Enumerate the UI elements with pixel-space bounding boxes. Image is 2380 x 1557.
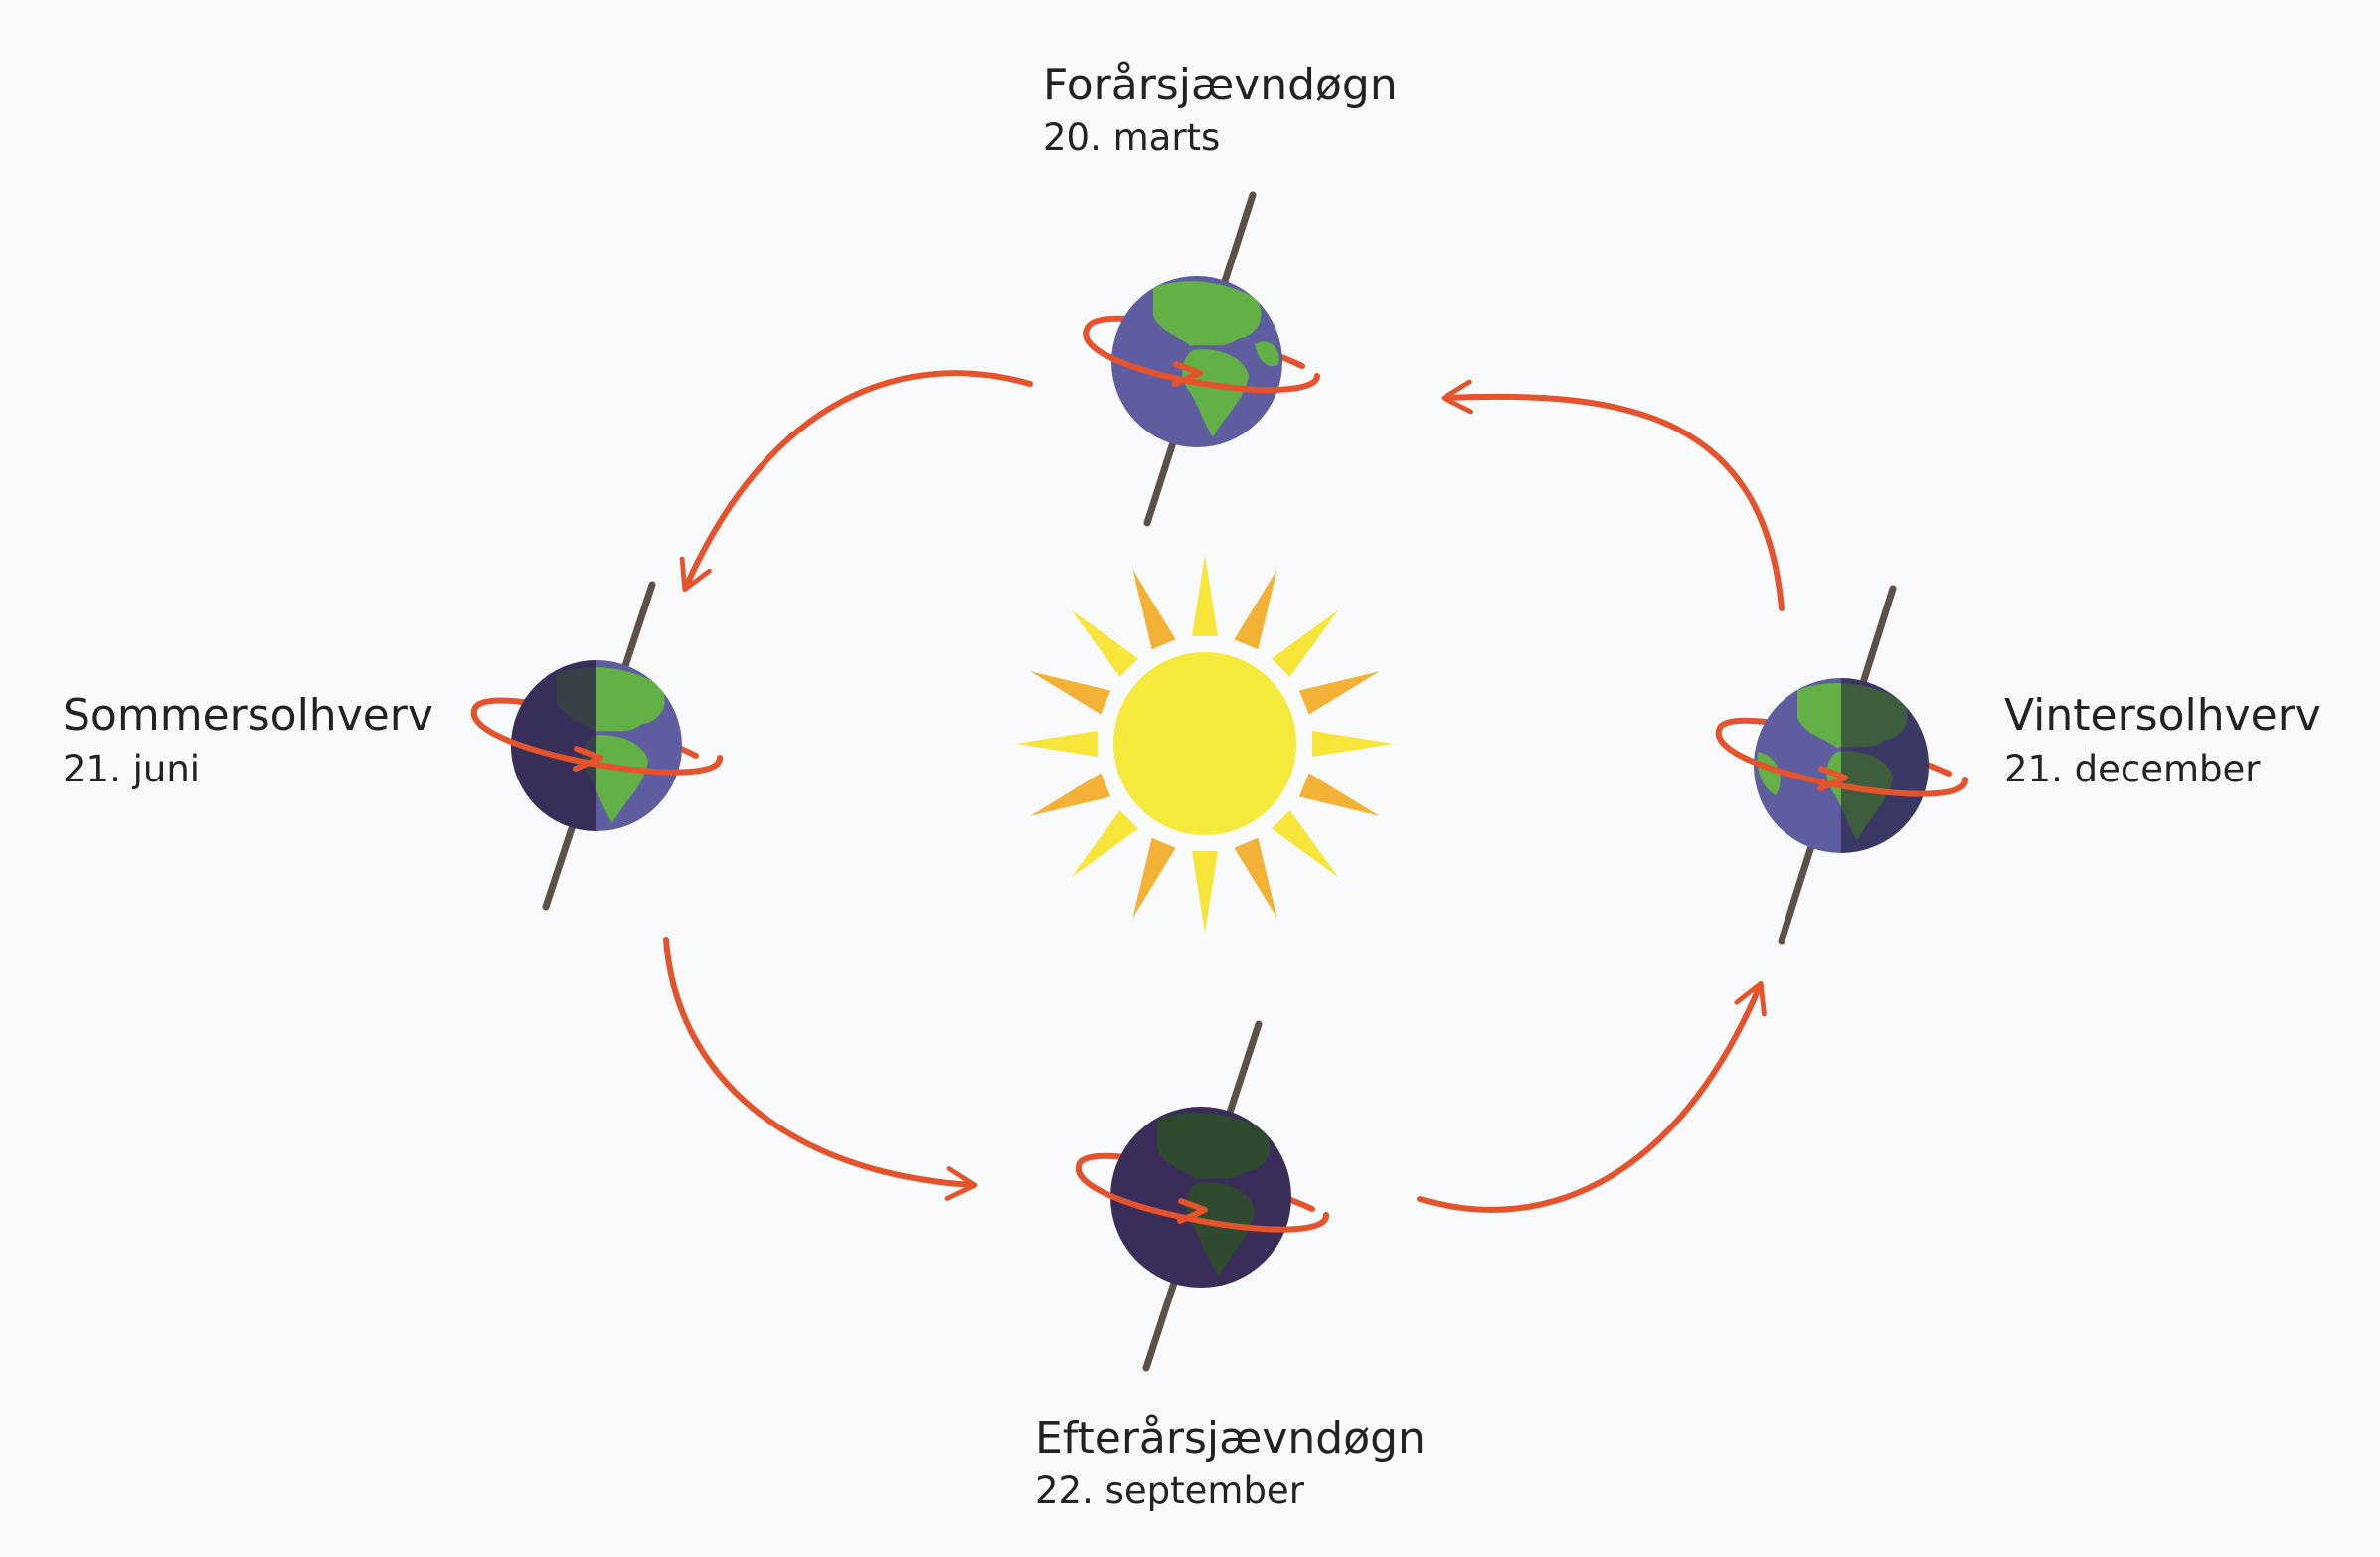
earth-winter-icon (1715, 585, 1968, 945)
sun-ray (1071, 810, 1138, 878)
sun-ray (1298, 773, 1380, 816)
sun-ray (1272, 609, 1339, 677)
rotation-ring-front-winter (1715, 725, 1968, 797)
earth-autumn-icon (1075, 1020, 1329, 1372)
sun-ray (1016, 731, 1098, 757)
orbit-arrow-winter-to-spring (1441, 379, 1785, 611)
label-autumn-title: Efterårsjævndøgn (1035, 1413, 1426, 1464)
sun-ray (1298, 671, 1380, 715)
sun-ray (1192, 851, 1218, 933)
earth-spring-icon (1083, 191, 1320, 527)
label-autumn: Efterårsjævndøgn 22. september (1035, 1413, 1426, 1512)
orbit-arrow-autumn-to-winter (1417, 980, 1767, 1213)
earth-summer-icon (470, 581, 723, 911)
sun-ray (1132, 837, 1176, 919)
orbit-arrow-spring-to-summer (679, 370, 1033, 593)
sun-ray (1192, 555, 1218, 636)
label-spring: Forårsjævndøgn 20. marts (1043, 60, 1398, 159)
label-autumn-date: 22. september (1035, 1470, 1305, 1512)
orbit-arrow-summer-to-autumn (663, 937, 978, 1201)
sun-ray (1272, 810, 1339, 878)
label-summer-title: Sommersolhverv (63, 690, 433, 741)
sun-ray (1234, 837, 1277, 919)
sun-ray (1312, 731, 1394, 757)
label-spring-date: 20. marts (1043, 116, 1220, 159)
sun-icon (1016, 555, 1394, 933)
label-spring-title: Forårsjævndøgn (1043, 60, 1398, 110)
orbit-arrows (663, 370, 1785, 1213)
sun-ray (1030, 773, 1111, 816)
sun-ray (1071, 609, 1138, 677)
label-summer-date: 21. juni (63, 748, 200, 790)
sun-ray (1030, 671, 1111, 715)
label-winter: Vintersolhverv 21. december (2004, 690, 2321, 790)
sun-ray (1234, 569, 1277, 650)
rotation-ring-front-summer (470, 705, 723, 776)
sun-ray (1132, 569, 1176, 650)
sun-core (1113, 652, 1296, 835)
label-summer: Sommersolhverv 21. juni (63, 690, 433, 790)
sun-rays (1016, 555, 1394, 933)
label-winter-date: 21. december (2004, 748, 2261, 790)
night-side-summer (511, 660, 596, 831)
rotation-ring-front-autumn (1075, 1160, 1329, 1233)
label-winter-title: Vintersolhverv (2004, 690, 2321, 741)
rotation-ring-front-spring (1083, 325, 1320, 394)
